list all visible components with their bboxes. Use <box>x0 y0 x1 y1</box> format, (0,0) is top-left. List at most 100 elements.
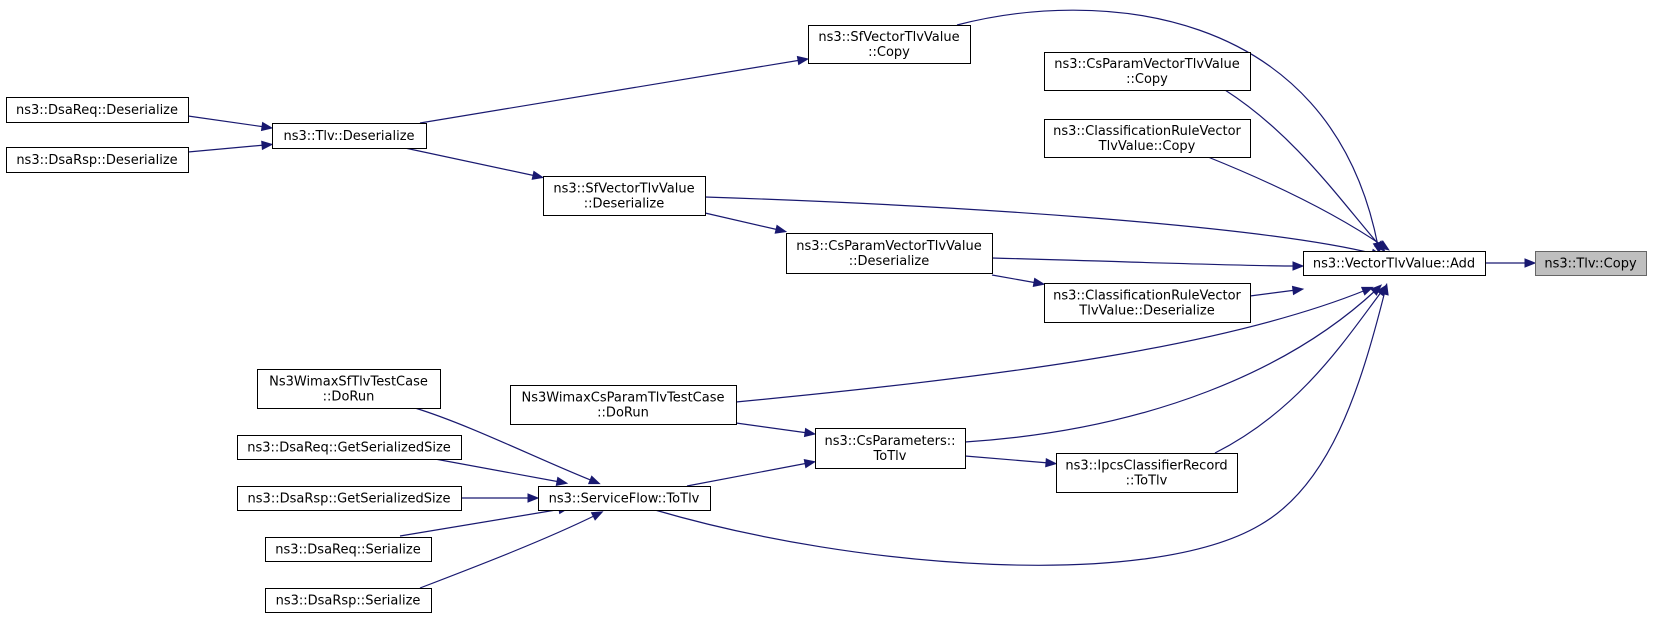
edge-dsarsp_deser-to-tlv_deser <box>187 140 274 153</box>
node-dsarsp_ser[interactable]: ns3::DsaRsp::Serialize <box>265 588 432 613</box>
arrowhead <box>531 170 545 180</box>
edge-dsarsp_gss-to-sflow <box>461 493 540 503</box>
node-cs_deser[interactable]: ns3::CsParamVectorTlvValue::Deserialize <box>786 233 993 274</box>
node-dsareq_ser[interactable]: ns3::DsaReq::Serialize <box>265 537 432 562</box>
arrowhead <box>1292 261 1305 271</box>
node-dsarsp_deser[interactable]: ns3::DsaRsp::Deserialize <box>6 147 189 173</box>
edge-line <box>414 407 594 482</box>
node-box <box>1044 283 1251 323</box>
node-sf_copy[interactable]: ns3::SfVectorTlvValue::Copy <box>808 25 971 64</box>
arrowhead <box>555 476 569 487</box>
node-label: ns3::Tlv::Deserialize <box>283 129 414 144</box>
node-cr_deser[interactable]: ns3::ClassificationRuleVectorTlvValue::D… <box>1044 283 1251 323</box>
node-box <box>808 25 971 64</box>
edge-line <box>991 257 1297 267</box>
node-csparams[interactable]: ns3::CsParameters::ToTlv <box>815 428 966 469</box>
edge-line <box>654 290 1386 566</box>
edge-dsareq_gss-to-sflow <box>434 458 569 487</box>
node-sf_deser[interactable]: ns3::SfVectorTlvValue::Deserialize <box>543 176 706 216</box>
node-tlv_deser[interactable]: ns3::Tlv::Deserialize <box>272 123 427 149</box>
node-label: TlvValue::Deserialize <box>1078 304 1214 319</box>
edge-line <box>686 462 809 487</box>
edge-dsarsp_ser-to-sflow <box>419 511 604 589</box>
node-box <box>1044 119 1251 158</box>
edge-line <box>735 289 1367 403</box>
nodes-layer: ns3::Tlv::Copyns3::VectorTlvValue::Addns… <box>6 25 1647 613</box>
node-label: ToTlv <box>873 449 907 464</box>
edge-cr_deser-to-vec_add <box>1249 285 1305 297</box>
node-box <box>265 537 432 562</box>
node-box <box>510 385 737 425</box>
node-sflow[interactable]: ns3::ServiceFlow::ToTlv <box>538 486 711 511</box>
edge-line <box>399 508 563 537</box>
node-dsarsp_gss[interactable]: ns3::DsaRsp::GetSerializedSize <box>237 486 462 511</box>
node-label: Ns3WimaxCsParamTlvTestCase <box>522 391 725 406</box>
node-dsareq_gss[interactable]: ns3::DsaReq::GetSerializedSize <box>237 435 462 460</box>
node-cr_copy[interactable]: ns3::ClassificationRuleVectorTlvValue::C… <box>1044 119 1251 158</box>
node-label: ns3::DsaReq::Deserialize <box>16 103 178 118</box>
node-label: TlvValue::Copy <box>1098 139 1196 154</box>
node-label: ::Copy <box>868 45 910 60</box>
node-box <box>6 97 189 123</box>
node-label: ns3::IpcsClassifierRecord <box>1065 459 1227 474</box>
edge-tlv_deser-to-sf_deser <box>404 147 545 180</box>
arrowhead <box>587 475 601 485</box>
edge-line <box>187 115 266 128</box>
node-label: ::DoRun <box>597 406 649 421</box>
edge-sflow-to-vec_add <box>654 282 1389 566</box>
node-label: ns3::ServiceFlow::ToTlv <box>549 492 700 507</box>
node-label: ns3::DsaReq::Serialize <box>275 543 420 558</box>
node-label: Ns3WimaxSfTlvTestCase <box>269 375 428 390</box>
node-box <box>272 123 427 149</box>
node-box <box>538 486 711 511</box>
node-label: ns3::CsParamVectorTlvValue <box>796 239 981 254</box>
node-label: ns3::CsParameters:: <box>824 434 955 449</box>
edge-line <box>956 9 1379 247</box>
arrowhead <box>261 140 274 151</box>
edge-line <box>434 458 561 483</box>
node-box <box>543 176 706 216</box>
arrowhead <box>260 121 274 132</box>
edge-cs_deser-to-vec_add <box>991 257 1305 271</box>
edge-tlv_deser-to-sf_copy <box>419 55 810 124</box>
arrowhead <box>527 493 540 503</box>
node-label: ns3::DsaRsp::Deserialize <box>16 153 177 168</box>
node-box <box>1056 453 1238 493</box>
edge-sflow-to-csparams <box>686 458 817 487</box>
node-box <box>1303 251 1486 276</box>
edge-sftest-to-sflow <box>414 407 601 485</box>
arrowhead <box>1524 258 1537 268</box>
node-cstest[interactable]: Ns3WimaxCsParamTlvTestCase::DoRun <box>510 385 737 425</box>
node-dsareq_deser[interactable]: ns3::DsaReq::Deserialize <box>6 97 189 123</box>
edge-cs_copy-to-vec_add <box>1224 89 1386 253</box>
node-tlv_copy[interactable]: ns3::Tlv::Copy <box>1535 251 1647 276</box>
node-label: ::ToTlv <box>1126 474 1168 489</box>
node-label: ns3::CsParamVectorTlvValue <box>1054 57 1239 72</box>
node-ipcs[interactable]: ns3::IpcsClassifierRecord::ToTlv <box>1056 453 1238 493</box>
edge-cstest-to-csparams <box>735 422 817 438</box>
node-label: ::Copy <box>1126 72 1168 87</box>
node-cs_copy[interactable]: ns3::CsParamVectorTlvValue::Copy <box>1044 52 1251 91</box>
arrowhead <box>803 458 817 469</box>
node-box <box>1044 52 1251 91</box>
node-label: ::Deserialize <box>584 197 665 212</box>
node-box <box>786 233 993 274</box>
node-box <box>237 435 462 460</box>
arrowhead <box>1379 282 1389 296</box>
edge-line <box>187 144 266 153</box>
node-sftest[interactable]: Ns3WimaxSfTlvTestCase::DoRun <box>257 369 441 409</box>
edge-line <box>419 59 802 124</box>
node-vec_add[interactable]: ns3::VectorTlvValue::Add <box>1303 251 1486 276</box>
node-box <box>815 428 966 469</box>
arrowhead <box>1291 285 1305 296</box>
arrowhead <box>1045 458 1058 468</box>
edge-cstest-to-vec_add <box>735 286 1374 403</box>
arrowhead <box>796 55 810 66</box>
arrowhead <box>1032 277 1046 288</box>
node-box <box>6 147 189 173</box>
edge-line <box>735 422 809 434</box>
edge-line <box>991 274 1038 284</box>
node-label: ns3::VectorTlvValue::Add <box>1313 257 1475 272</box>
node-box <box>1535 251 1647 276</box>
arrowhead <box>1360 286 1374 296</box>
